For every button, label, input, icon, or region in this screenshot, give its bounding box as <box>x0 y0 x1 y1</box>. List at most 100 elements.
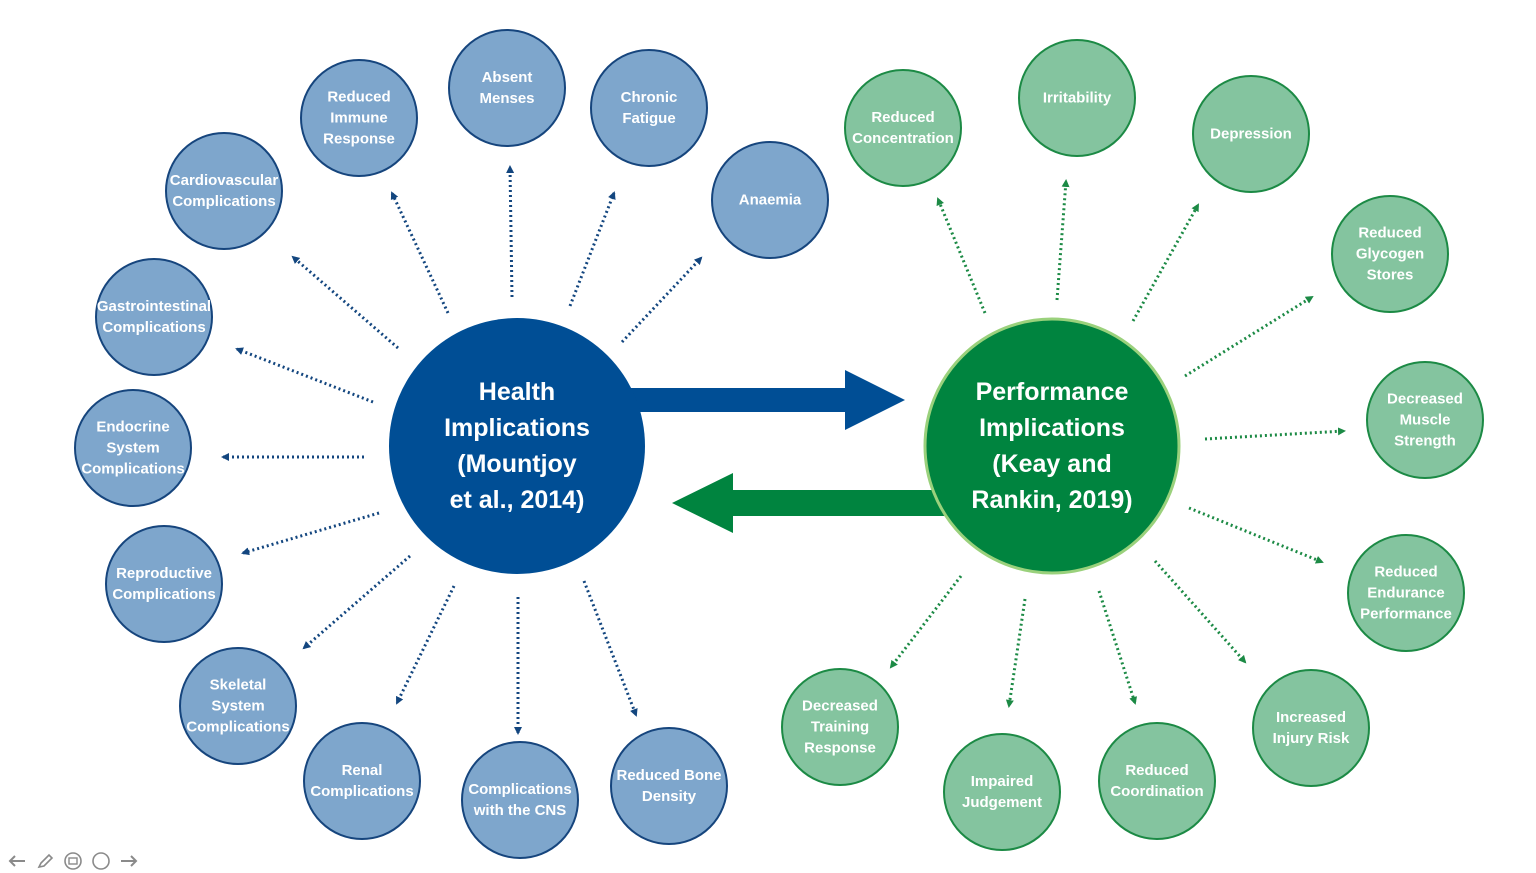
performance-node-reduced-glycogen-stores-line-2: Glycogen <box>1356 246 1424 263</box>
performance-node-circle <box>1366 361 1484 479</box>
performance-node-reduced-endurance-performance-line-1: Reduced <box>1374 564 1437 581</box>
performance-node-reduced-glycogen-stores-line-1: Reduced <box>1358 225 1421 242</box>
zoom-control[interactable] <box>90 850 112 872</box>
performance-node-increased-injury-risk-line-1: Increased <box>1276 709 1346 726</box>
performance-node-depression-line-1: Depression <box>1210 126 1292 143</box>
connector-irritability <box>1055 179 1070 301</box>
health-node-reduced-bone-density-line-2: Density <box>642 788 697 805</box>
connector-reduced-endurance-performance <box>1188 506 1324 564</box>
performance-node-circle <box>844 69 962 187</box>
health-node-skeletal-system-complications-line-1: Skeletal <box>210 677 267 694</box>
health-node-reduced-bone-density-line-1: Reduced Bone <box>616 767 721 784</box>
health-node-reduced-immune-response-line-1: Reduced <box>327 89 390 106</box>
health-node-gastrointestinal-complications-line-1: Gastrointestinal <box>97 298 211 315</box>
zoom-icon <box>92 852 110 870</box>
health-node-reduced-immune-response-line-3: Response <box>323 131 395 148</box>
health-node-endocrine-system-complications-line-2: System <box>106 440 159 457</box>
health-node-skeletal-system-complications-line-2: System <box>211 698 264 715</box>
connector-reduced-coordination <box>1097 590 1137 705</box>
performance-node-impaired-judgement-line-1: Impaired <box>971 773 1034 790</box>
health-node-renal-complications-line-2: Complications <box>310 783 413 800</box>
performance-node-circle <box>1098 722 1216 840</box>
performance-to-health-arrow <box>672 473 948 533</box>
health-node-circle <box>179 647 297 765</box>
health-node-reproductive-complications-line-1: Reproductive <box>116 565 212 582</box>
health-node-complications-with-the-cns-line-2: with the CNS <box>473 802 567 819</box>
performance-node-reduced-concentration-line-1: Reduced <box>871 109 934 126</box>
performance-node-circle <box>943 733 1061 851</box>
slides-control[interactable] <box>62 850 84 872</box>
pen-control[interactable] <box>34 850 56 872</box>
health-node-skeletal-system-complications-line-3: Complications <box>186 719 289 736</box>
connector-cardiovascular-complications <box>291 255 399 350</box>
health-node-circle <box>590 49 708 167</box>
health-node-endocrine-system-complications-line-3: Complications <box>81 461 184 478</box>
performance-center-line-1: Performance <box>976 378 1129 406</box>
health-node-circle <box>461 741 579 859</box>
connector-reduced-concentration <box>936 197 987 314</box>
connector-increased-injury-risk <box>1153 560 1247 664</box>
connector-reduced-glycogen-stores <box>1184 295 1314 378</box>
previous-control[interactable] <box>6 850 28 872</box>
performance-node-circle <box>1331 195 1449 313</box>
health-node-circle <box>303 722 421 840</box>
health-center-line-4: et al., 2014) <box>450 486 585 514</box>
performance-node-reduced-coordination-line-2: Coordination <box>1110 783 1203 800</box>
health-node-circle <box>165 132 283 250</box>
performance-node-reduced-endurance-performance-line-3: Performance <box>1360 606 1452 623</box>
health-node-chronic-fatigue-line-1: Chronic <box>621 89 678 106</box>
connector-renal-complications <box>395 585 456 705</box>
health-node-circle <box>105 525 223 643</box>
connector-impaired-judgement <box>1005 598 1027 708</box>
health-node-reduced-immune-response-line-2: Immune <box>330 110 388 127</box>
performance-node-decreased-training-response-line-1: Decreased <box>802 698 878 715</box>
connector-skeletal-system-complications <box>302 554 411 650</box>
performance-node-impaired-judgement-line-2: Judgement <box>962 794 1042 811</box>
slides-icon <box>64 852 82 870</box>
connector-reduced-bone-density <box>582 580 638 717</box>
connector-decreased-training-response <box>889 575 963 669</box>
performance-node-circle <box>781 668 899 786</box>
health-center-line-1: Health <box>479 378 555 406</box>
connector-gastrointestinal-complications <box>235 347 374 404</box>
slide-controls <box>6 850 140 872</box>
health-node-reproductive-complications-line-2: Complications <box>112 586 215 603</box>
performance-node-circle <box>1252 669 1370 787</box>
performance-node-decreased-training-response-line-3: Response <box>804 740 876 757</box>
bidirectional-arrows <box>630 370 948 533</box>
arrow-left-icon <box>8 855 25 867</box>
connector-arrows <box>221 165 1346 735</box>
health-node-chronic-fatigue-line-2: Fatigue <box>622 110 675 127</box>
performance-center-line-3: (Keay and <box>992 450 1111 478</box>
health-node-renal-complications-line-1: Renal <box>342 762 383 779</box>
next-control[interactable] <box>118 850 140 872</box>
health-node-anaemia-line-1: Anaemia <box>739 192 802 209</box>
performance-node-decreased-muscle-strength-line-3: Strength <box>1394 433 1456 450</box>
performance-node-decreased-muscle-strength-line-1: Decreased <box>1387 391 1463 408</box>
performance-node-decreased-muscle-strength-line-2: Muscle <box>1400 412 1451 429</box>
connector-reduced-immune-response <box>390 191 450 314</box>
health-node-absent-menses-line-1: Absent <box>482 69 533 86</box>
health-node-circle <box>711 141 829 259</box>
performance-node-reduced-concentration-line-2: Concentration <box>852 130 954 147</box>
health-node-circle <box>95 258 213 376</box>
health-node-absent-menses-line-2: Menses <box>479 90 534 107</box>
performance-node-depression: Depression <box>1192 75 1310 193</box>
